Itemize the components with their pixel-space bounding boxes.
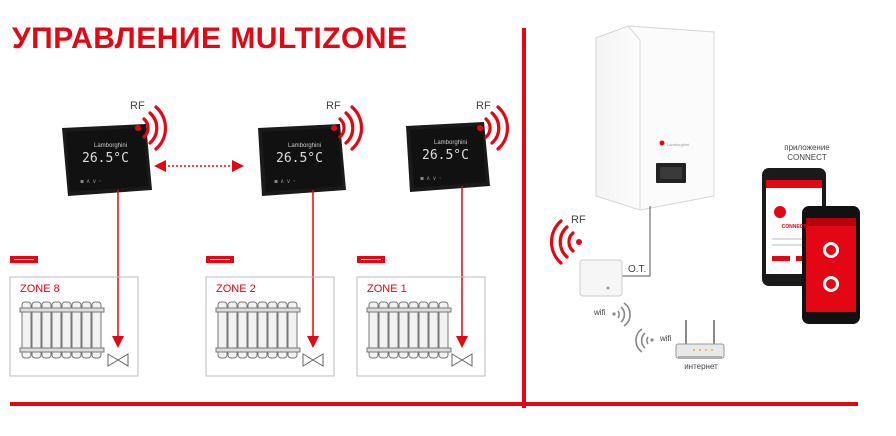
rf-wave-icon [550,219,582,265]
valve-icon [107,353,129,367]
phone-app-name: CONNECT [781,224,807,230]
thermostat-brand-text: Lamborghini [434,140,467,146]
rf-label: RF [326,100,341,112]
thermostat-zone-8: Lamborghini 26.5°C ▪ ∧ ∨ ◦ [62,124,152,196]
zone-marker-icon [357,256,385,263]
radiator-icon [19,301,105,359]
rf-label: RF [476,100,491,112]
radiator-icon [215,301,301,359]
wifi-icon [635,328,654,353]
app-label-line-1: приложение [784,143,830,152]
rf-wave-icon [135,105,167,151]
thermostat-buttons-icon: ▪ ∧ ∨ ◦ [420,175,442,182]
zone-box-8 [9,276,139,377]
zone-label: ZONE 1 [367,283,407,295]
gateway-module-icon [579,259,623,297]
thermostat-brand-text: Lamborghini [288,143,321,149]
thermostat-zone-2: Lamborghini 26.5°C ▪ ∧ ∨ ◦ [258,124,346,196]
rf-label: RF [571,214,586,226]
thermostat-buttons-icon: ▪ ∧ ∨ ◦ [80,178,102,185]
thermostat-display: 26.5°C [276,151,323,166]
smartphone-front-icon [802,206,860,324]
zone-box-1 [356,276,486,377]
wifi-label: wifi [594,308,606,317]
zone-label: ZONE 8 [20,283,60,295]
valve-icon [302,353,324,367]
router-icon [675,320,725,359]
wifi-icon [612,302,631,327]
thermostat-zone-1: Lamborghini 26.5°C ▪ ∧ ∨ ◦ [406,122,490,192]
thermostat-brand-text: Lamborghini [94,143,127,149]
zone-box-2 [205,276,335,377]
app-label-line-2: CONNECT [787,153,827,162]
router-label: интернет [684,362,718,371]
zone-marker-icon [10,256,38,263]
boiler-icon: Lamborghini [595,25,715,211]
app-label: приложение CONNECT [772,143,842,163]
rf-wave-icon [477,105,509,151]
thermostat-buttons-icon: ▪ ∧ ∨ ◦ [274,178,296,185]
radiator-icon [366,301,452,359]
rf-label: RF [130,100,145,112]
thermostat-display: 26.5°C [82,151,129,166]
zone-label: ZONE 2 [216,283,256,295]
valve-icon [451,353,473,367]
ot-label: O.T. [628,264,647,275]
zone-marker-icon [206,256,234,263]
page-title: УПРАВЛЕНИЕ MULTIZONE [12,22,408,55]
wifi-label: wifi [660,334,672,343]
horizontal-divider [10,402,858,406]
vertical-divider [522,28,526,408]
rf-wave-icon [331,105,363,151]
thermostat-display: 26.5°C [422,148,469,163]
svg-text:Lamborghini: Lamborghini [667,142,689,147]
